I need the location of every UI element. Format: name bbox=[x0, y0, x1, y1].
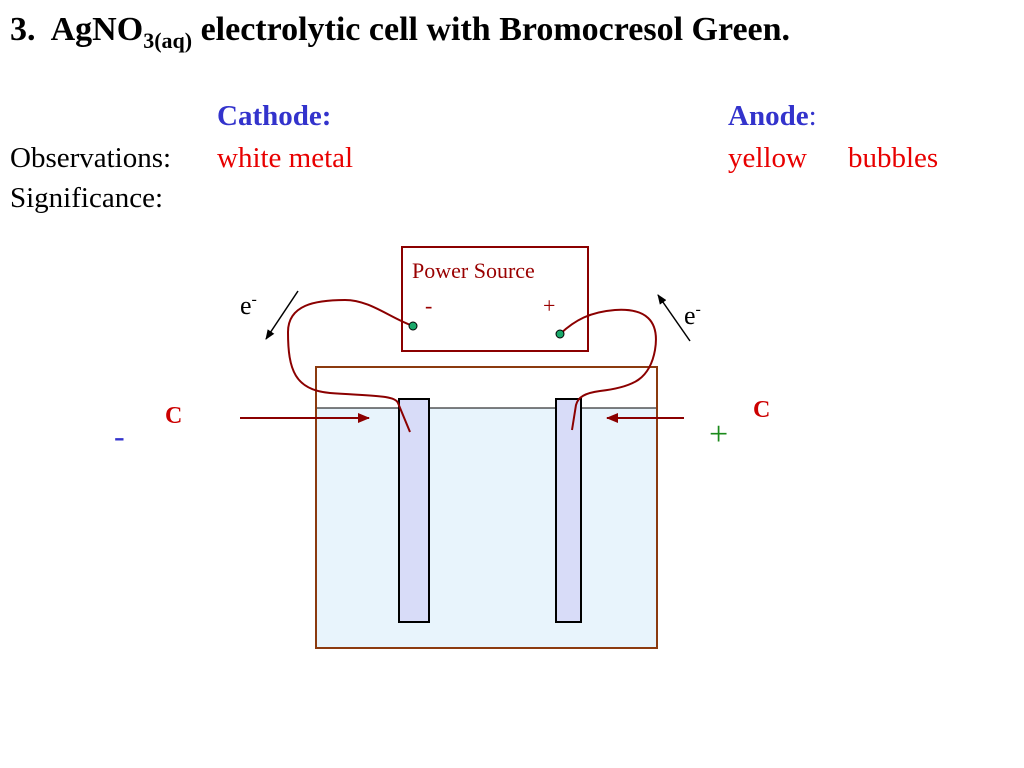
electron-flow-left-arrow bbox=[265, 290, 299, 340]
power-source-positive-sign: + bbox=[543, 293, 556, 318]
cathode-wire bbox=[286, 298, 414, 433]
electron-charge-left: - bbox=[251, 291, 257, 308]
cathode-electrode-label: C bbox=[165, 403, 183, 429]
anode-observation-bubbles: bubbles bbox=[848, 142, 939, 174]
power-source-label: Power Source bbox=[412, 258, 535, 283]
anode-observation-yellow: yellow bbox=[728, 142, 807, 174]
cathode-electrode bbox=[398, 398, 430, 623]
title-rest: electrolytic cell with Bromocresol Green… bbox=[200, 11, 791, 48]
cathode-observation: white metal bbox=[217, 142, 354, 174]
anode-electrode-label: C bbox=[753, 397, 771, 423]
significance-label: Significance: bbox=[10, 182, 164, 214]
electron-charge-right: - bbox=[695, 301, 701, 318]
cathode-header: Cathode: bbox=[217, 100, 332, 132]
observations-label: Observations: bbox=[10, 142, 172, 174]
anode-header: Anode bbox=[728, 100, 809, 132]
electron-symbol-right: e bbox=[684, 301, 696, 330]
anode-header-colon: : bbox=[808, 100, 817, 132]
title-formula-subscript: 3(aq) bbox=[143, 28, 193, 53]
anode-header-group: Anode: bbox=[728, 98, 817, 134]
title-number: 3. bbox=[10, 11, 36, 48]
positive-terminal-dot bbox=[555, 329, 565, 339]
anode-sign: + bbox=[709, 416, 729, 453]
cathode-sign: - bbox=[114, 418, 125, 454]
solution bbox=[317, 408, 656, 647]
electron-symbol-left: e bbox=[240, 291, 252, 320]
electron-label-right: e- bbox=[684, 295, 701, 331]
electron-label-left: e- bbox=[240, 285, 257, 321]
power-source-negative-sign: - bbox=[425, 293, 433, 318]
slide-title: 3. AgNO3(aq) electrolytic cell with Brom… bbox=[10, 6, 790, 65]
anode-wire bbox=[559, 308, 657, 431]
anode-electrode bbox=[555, 398, 582, 623]
electron-flow-right-arrow bbox=[657, 294, 691, 342]
title-formula: AgNO bbox=[50, 11, 144, 48]
negative-terminal-dot bbox=[408, 321, 418, 331]
